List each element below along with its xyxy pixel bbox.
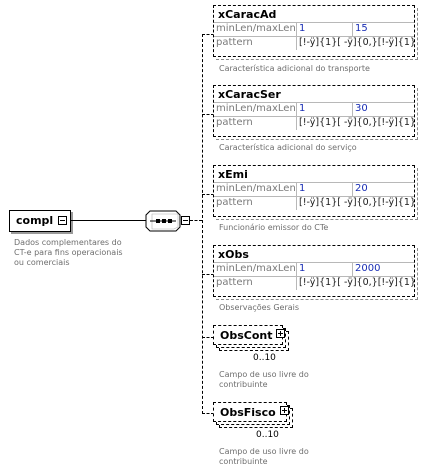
facet-length-row: minLen/maxLen 1 30 <box>214 102 414 116</box>
element-xObs[interactable]: xObs minLen/maxLen 1 2000 pattern [!-ÿ]{… <box>213 245 415 297</box>
element-name: xCaracSer <box>218 88 281 101</box>
element-name: xCaracAd <box>218 8 277 21</box>
connector-line <box>190 220 202 221</box>
cardinality: 0..10 <box>256 430 279 440</box>
connector-branch <box>202 337 214 338</box>
connector-branch <box>202 114 214 115</box>
element-xCaracAd[interactable]: xCaracAd minLen/maxLen 1 15 pattern [!-ÿ… <box>213 5 415 57</box>
connector-branch <box>202 274 214 275</box>
facet-pattern-row: pattern [!-ÿ]{1}[ -ÿ]{0,}[!-ÿ]{1}|[!-ÿ]{… <box>214 116 414 130</box>
element-shadow <box>216 8 418 60</box>
element-doc: Funcionário emissor do CTe <box>219 223 329 232</box>
connector-trunk <box>202 34 203 414</box>
element-name: xEmi <box>218 168 248 181</box>
root-element-doc: Dados complementares do CT-e para fins o… <box>14 238 123 267</box>
element-doc: Campo de uso livre do contribuinte <box>219 370 309 389</box>
element-shadow <box>216 88 418 140</box>
element-name: xObs <box>218 248 249 261</box>
element-doc: Característica adicional do transporte <box>219 64 370 73</box>
element-name: ObsCont <box>220 329 273 342</box>
sequence-collapse-icon[interactable] <box>181 216 190 225</box>
collapse-icon[interactable] <box>58 216 67 225</box>
element-shadow <box>216 248 418 300</box>
element-ObsFisco[interactable]: ObsFisco <box>213 402 287 422</box>
element-ObsCont[interactable]: ObsCont <box>213 325 283 345</box>
element-shadow <box>216 168 418 220</box>
connector-line <box>71 220 146 221</box>
element-doc: Campo de uso livre do contribuinte <box>219 447 309 466</box>
connector-branch <box>202 194 214 195</box>
root-element-compl[interactable]: compl <box>9 210 71 232</box>
element-name: ObsFisco <box>220 406 276 419</box>
connector-branch <box>202 34 214 35</box>
element-doc: Característica adicional do serviço <box>219 143 357 152</box>
facet-pattern-row: pattern [!-ÿ]{1}[ -ÿ]{0,}[!-ÿ]{1}|[!-ÿ]{… <box>214 196 414 210</box>
element-doc: Observações Gerais <box>219 303 300 312</box>
facet-length-row: minLen/maxLen 1 15 <box>214 22 414 36</box>
facet-length-row: minLen/maxLen 1 20 <box>214 182 414 196</box>
root-element-name: compl <box>16 214 54 227</box>
element-xCaracSer[interactable]: xCaracSer minLen/maxLen 1 30 pattern [!-… <box>213 85 415 137</box>
expand-icon[interactable] <box>276 329 285 338</box>
cardinality: 0..10 <box>253 353 276 363</box>
sequence-compositor-icon[interactable] <box>145 210 181 232</box>
expand-icon[interactable] <box>280 406 289 415</box>
element-xEmi[interactable]: xEmi minLen/maxLen 1 20 pattern [!-ÿ]{1}… <box>213 165 415 217</box>
facet-pattern-row: pattern [!-ÿ]{1}[ -ÿ]{0,}[!-ÿ]{1}|[!-ÿ]{… <box>214 36 414 50</box>
connector-branch <box>202 413 214 414</box>
facet-pattern-row: pattern [!-ÿ]{1}[ -ÿ]{0,}[!-ÿ]{1}|[!-ÿ]{… <box>214 276 414 290</box>
facet-length-row: minLen/maxLen 1 2000 <box>214 262 414 276</box>
